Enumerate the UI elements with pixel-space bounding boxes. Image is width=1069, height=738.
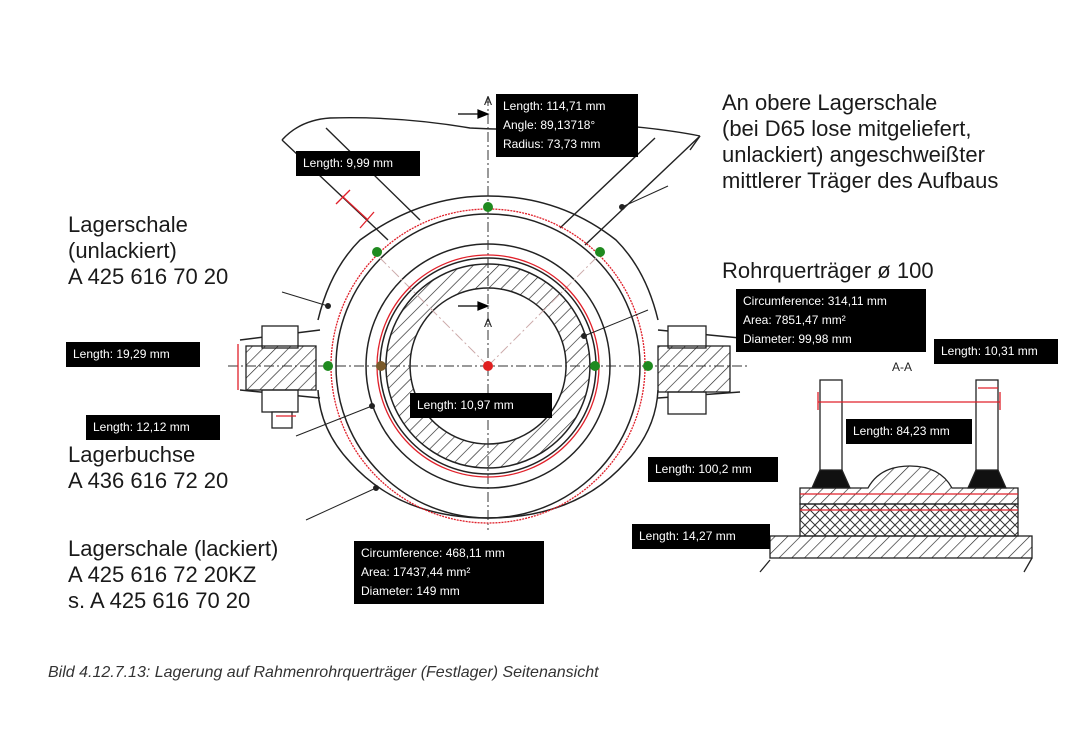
measure-line: Length: 19,29 mm [73, 347, 170, 361]
label-line: mittlerer Träger des Aufbaus [722, 168, 999, 193]
measurement-inner-circle: Circumference: 314,11 mm Area: 7851,47 m… [736, 289, 926, 352]
point-center [483, 361, 493, 371]
section-view-measurements [800, 387, 1018, 511]
label-lagerbuchse: Lagerbuchse A 436 616 72 20 [68, 442, 228, 494]
label-line: Lagerschale [68, 212, 188, 237]
bolt-left [245, 325, 317, 429]
measurement-length-14-27: Length: 14,27 mm [632, 524, 770, 549]
bolt-right [657, 325, 731, 415]
measure-line: Length: 14,27 mm [639, 529, 736, 543]
section-arrows [458, 109, 490, 311]
point-top [483, 202, 493, 212]
measurement-length-9-99: Length: 9,99 mm [296, 151, 420, 176]
label-line: A 425 616 70 20 [68, 264, 229, 289]
point-left-outer [323, 361, 333, 371]
measure-line: Length: 100,2 mm [655, 462, 752, 476]
measurement-points [323, 202, 653, 371]
section-view-a-a [759, 379, 1033, 573]
measurement-length-10-31: Length: 10,31 mm [934, 339, 1058, 364]
measure-line: Length: 10,97 mm [417, 398, 514, 412]
point-right-inner [590, 361, 600, 371]
label-top-right: An obere Lagerschale (bei D65 lose mitge… [722, 90, 998, 194]
measure-line: Area: 7851,47 mm² [743, 313, 846, 327]
label-lagerschale-lackiert: Lagerschale (lackiert) A 425 616 72 20KZ… [68, 536, 278, 614]
measurement-length-12-12: Length: 12,12 mm [86, 415, 220, 440]
measure-line: Angle: 89,13718° [503, 118, 596, 132]
measure-line: Length: 12,12 mm [93, 420, 190, 434]
leader-lines [281, 185, 669, 521]
tube-cross-section [385, 263, 591, 469]
section-marker-mid: A [484, 316, 493, 330]
label-line: Lagerschale (lackiert) [68, 536, 279, 561]
measure-line: Length: 114,71 mm [503, 99, 606, 113]
label-line: (bei D65 lose mitgeliefert, [722, 116, 972, 141]
section-title: A-A [892, 360, 913, 374]
label-line: unlackiert) angeschweißter [722, 142, 985, 167]
label-line: An obere Lagerschale [722, 90, 938, 115]
label-lagerschale-unlackiert: Lagerschale (unlackiert) A 425 616 70 20 [68, 212, 228, 290]
measurement-length-84-23: Length: 84,23 mm [846, 419, 972, 444]
label-line: Rohrquerträger ø 100 [722, 258, 934, 283]
measure-line: Circumference: 468,11 mm [361, 546, 505, 560]
measurement-outer-circle: Circumference: 468,11 mm Area: 17437,44 … [354, 541, 544, 604]
measurement-length-100-2: Length: 100,2 mm [648, 457, 778, 482]
label-line: s. A 425 616 70 20 [68, 588, 251, 613]
measurement-length-19-29: Length: 19,29 mm [66, 342, 200, 367]
measure-line: Area: 17437,44 mm² [361, 565, 471, 579]
point-upper-left [372, 247, 382, 257]
point-right-outer [643, 361, 653, 371]
measure-line: Length: 9,99 mm [303, 156, 394, 170]
measure-line: Diameter: 99,98 mm [743, 332, 852, 346]
measure-line: Circumference: 314,11 mm [743, 294, 887, 308]
measure-line: Length: 84,23 mm [853, 424, 950, 438]
label-line: A 436 616 72 20 [68, 468, 229, 493]
measure-line: Length: 10,31 mm [941, 344, 1038, 358]
measure-line: Diameter: 149 mm [361, 584, 460, 598]
measurement-top: Length: 114,71 mm Angle: 89,13718° Radiu… [496, 94, 638, 157]
label-rohrquertraeger: Rohrquerträger ø 100 [722, 258, 934, 284]
label-line: Lagerbuchse [68, 442, 196, 467]
section-marker-top: A [484, 94, 493, 108]
point-upper-right [595, 247, 605, 257]
label-line: (unlackiert) [68, 238, 177, 263]
measure-line: Radius: 73,73 mm [503, 137, 601, 151]
point-left-inner [376, 361, 386, 371]
measurement-length-10-97: Length: 10,97 mm [410, 393, 552, 418]
label-line: A 425 616 72 20KZ [68, 562, 257, 587]
figure-caption: Bild 4.12.7.13: Lagerung auf Rahmenrohrq… [48, 664, 599, 681]
